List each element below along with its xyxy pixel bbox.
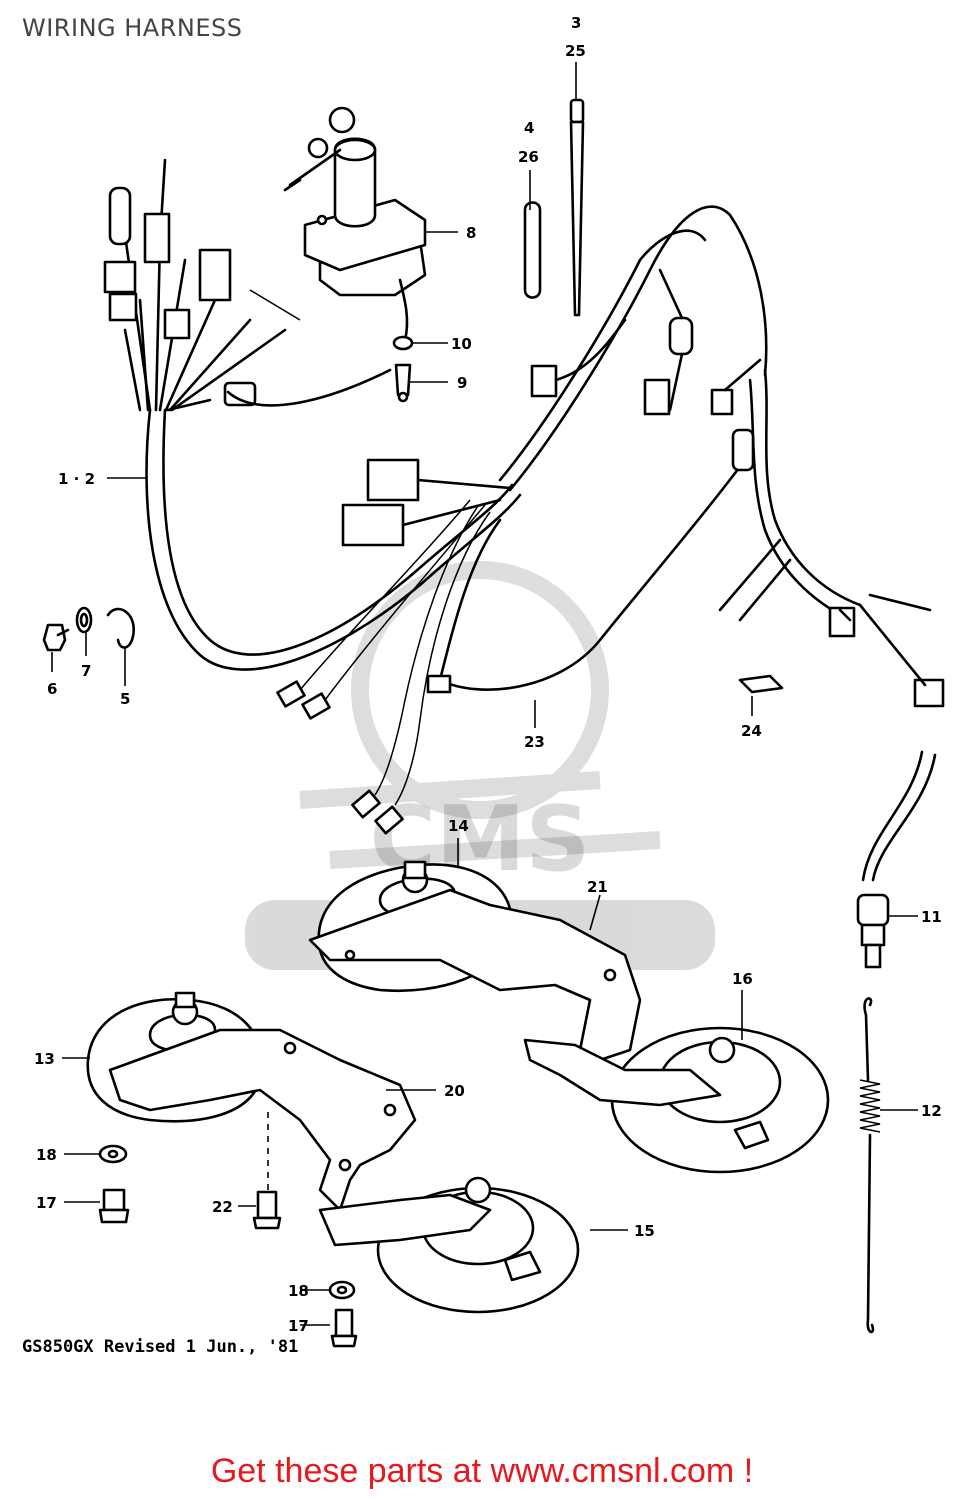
callout-4: 4 bbox=[524, 119, 534, 137]
callout-1-2: 1 · 2 bbox=[58, 470, 95, 488]
horn-bracket-20[interactable] bbox=[108, 1028, 417, 1212]
page-title: WIRING HARNESS bbox=[22, 14, 243, 42]
ignition-switch[interactable] bbox=[283, 106, 427, 342]
callout-20: 20 bbox=[444, 1082, 465, 1100]
part-9-screw[interactable] bbox=[394, 363, 412, 403]
washer-18b[interactable] bbox=[328, 1280, 356, 1300]
screw-22[interactable] bbox=[252, 1190, 282, 1230]
parts-link[interactable]: Get these parts at www.cmsnl.com ! bbox=[210, 1452, 754, 1490]
callout-17a: 17 bbox=[36, 1194, 57, 1212]
bolt-17b[interactable] bbox=[330, 1308, 358, 1348]
horn-16[interactable] bbox=[523, 1026, 830, 1174]
callout-8: 8 bbox=[466, 224, 476, 242]
callout-24: 24 bbox=[741, 722, 762, 740]
callout-23: 23 bbox=[524, 733, 545, 751]
callout-17b: 17 bbox=[288, 1317, 309, 1335]
callout-14: 14 bbox=[448, 817, 469, 835]
callout-15: 15 bbox=[634, 1222, 655, 1240]
callout-10: 10 bbox=[451, 335, 472, 353]
callout-26: 26 bbox=[518, 148, 539, 166]
callout-11: 11 bbox=[921, 908, 942, 926]
callout-21: 21 bbox=[587, 878, 608, 896]
callout-3: 3 bbox=[571, 14, 581, 32]
part-24-fuse[interactable] bbox=[738, 674, 784, 694]
leader-lines bbox=[51, 62, 918, 1326]
part-7-washer[interactable] bbox=[75, 606, 93, 634]
callout-9: 9 bbox=[457, 374, 467, 392]
callout-25: 25 bbox=[565, 42, 586, 60]
callout-18b: 18 bbox=[288, 1282, 309, 1300]
part-3-25-tie[interactable] bbox=[569, 98, 585, 317]
horn-15[interactable] bbox=[318, 1176, 580, 1314]
callout-16: 16 bbox=[732, 970, 753, 988]
callout-12: 12 bbox=[921, 1102, 942, 1120]
part-11-switch-cable[interactable] bbox=[856, 750, 937, 969]
washer-18a[interactable] bbox=[98, 1144, 128, 1164]
main-wiring-harness[interactable] bbox=[103, 158, 945, 835]
callout-18a: 18 bbox=[36, 1146, 57, 1164]
callout-22: 22 bbox=[212, 1198, 233, 1216]
part-6-bolt[interactable] bbox=[42, 623, 70, 652]
callout-5: 5 bbox=[120, 690, 130, 708]
callout-13: 13 bbox=[34, 1050, 55, 1068]
callout-labels: 1 · 2 3 25 4 26 5 6 7 8 9 10 11 12 13 14… bbox=[34, 14, 942, 1335]
part-4-26-band[interactable] bbox=[523, 201, 542, 299]
part-12-spring[interactable] bbox=[859, 997, 881, 1334]
bolt-17a[interactable] bbox=[98, 1188, 130, 1224]
part-5-clip[interactable] bbox=[106, 607, 135, 649]
callout-6: 6 bbox=[47, 680, 57, 698]
callout-7: 7 bbox=[81, 662, 91, 680]
revision-note: GS850GX Revised 1 Jun., '81 bbox=[22, 1337, 299, 1357]
part-10-clamp[interactable] bbox=[392, 335, 414, 351]
